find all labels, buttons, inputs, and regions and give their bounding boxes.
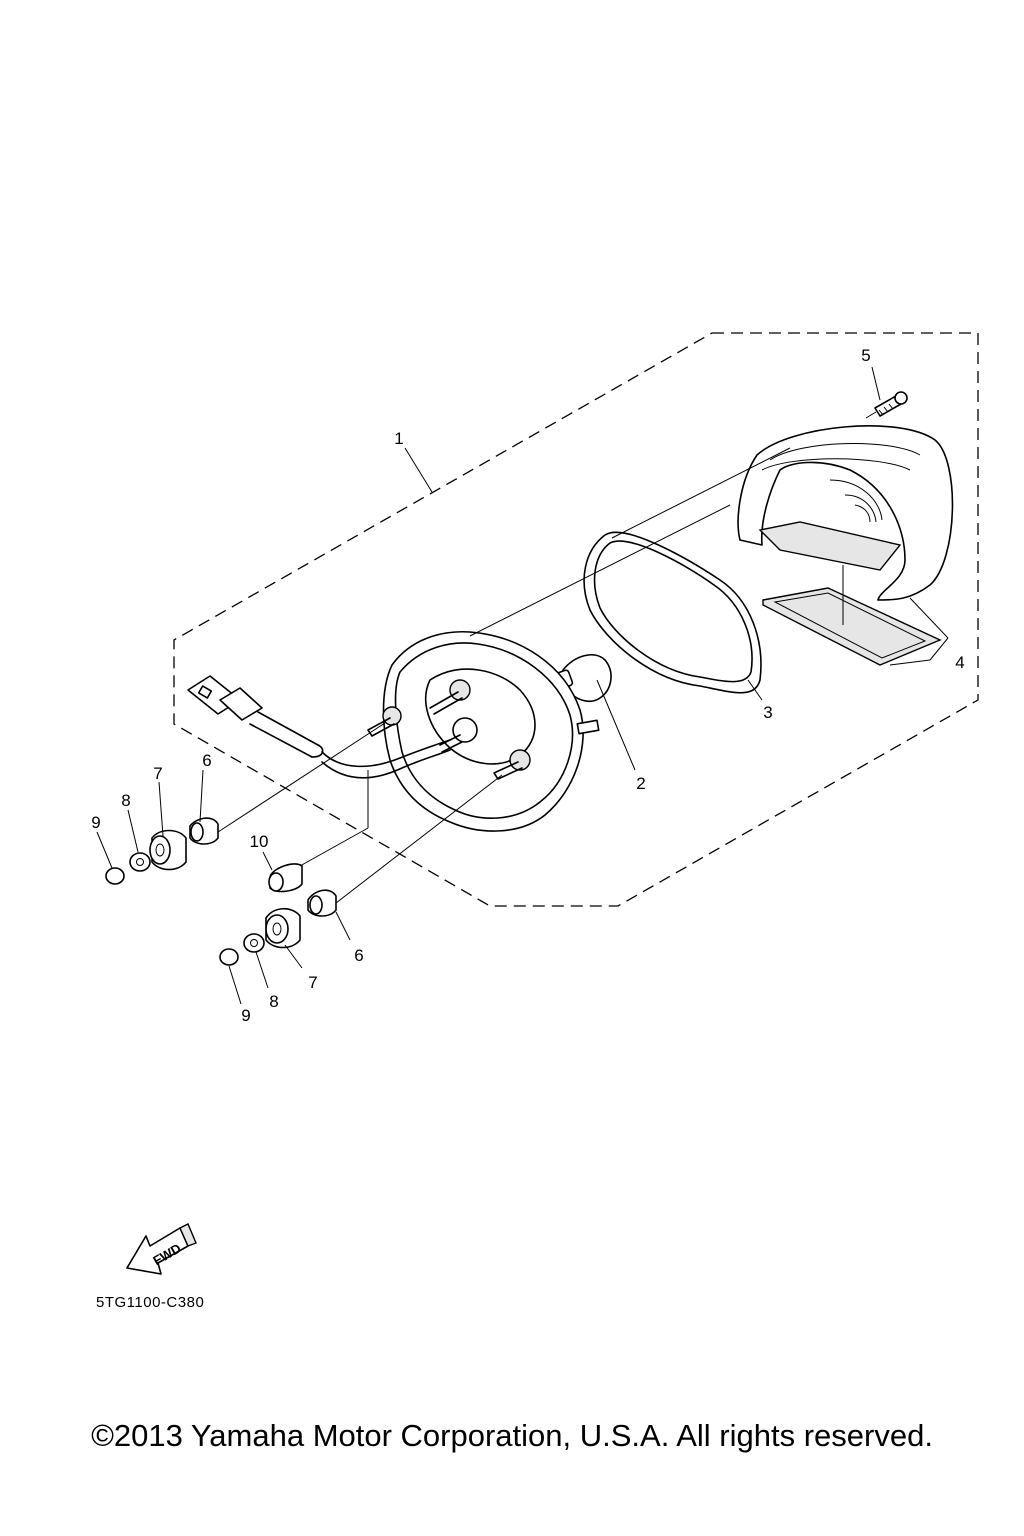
label-part-3: 3	[763, 703, 772, 722]
tail-light-housing	[367, 630, 600, 832]
label-part-6-lower: 6	[354, 946, 363, 965]
label-part-8-lower: 8	[269, 992, 278, 1011]
hardware-upper	[105, 817, 219, 885]
lead-wire-connector	[187, 675, 451, 779]
label-part-8-upper: 8	[121, 791, 130, 810]
tapping-screw	[874, 391, 908, 417]
label-part-7-upper: 7	[153, 764, 162, 783]
hardware-lower	[219, 889, 337, 966]
leader-lines	[96, 366, 949, 1005]
tail-lens-cover	[737, 425, 954, 666]
label-part-9-upper: 9	[91, 813, 100, 832]
label-part-5: 5	[861, 346, 870, 365]
drawing-code: 5TG1100-C380	[96, 1294, 205, 1311]
label-part-1: 1	[394, 429, 403, 448]
collar	[268, 863, 303, 893]
copyright-notice: ©2013 Yamaha Motor Corporation, U.S.A. A…	[91, 1418, 933, 1453]
lens-gasket	[583, 531, 762, 694]
label-part-9-lower: 9	[241, 1006, 250, 1025]
label-part-10: 10	[250, 832, 269, 851]
label-part-2: 2	[636, 774, 645, 793]
assembly-boundary	[173, 332, 979, 907]
alignment-lines	[217, 411, 877, 904]
fwd-arrow-icon: FWD	[126, 1223, 197, 1275]
label-part-6-upper: 6	[202, 751, 211, 770]
label-part-4: 4	[955, 653, 964, 672]
label-part-7-lower: 7	[308, 973, 317, 992]
